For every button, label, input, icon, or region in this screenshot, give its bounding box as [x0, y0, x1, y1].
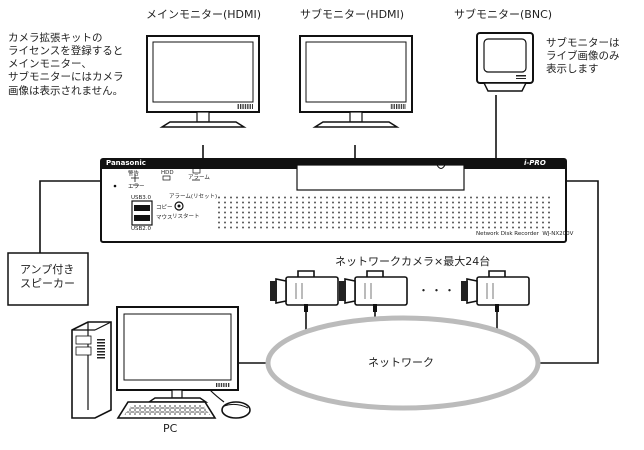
restart-label: リスタート: [172, 214, 200, 220]
camera-ellipsis: ・・・: [418, 284, 457, 297]
license-note: カメラ拡張キットのライセンスを登録するとメインモニター、サブモニターにはカメラ画…: [8, 32, 124, 97]
sub-monitor-hdmi-label: サブモニター(HDMI): [300, 8, 405, 21]
sub-monitor-bnc-label: サブモニター(BNC): [454, 8, 553, 21]
speaker-label: アンプ付きスピーカー: [20, 263, 75, 290]
status-alarm: アラーム: [188, 175, 210, 181]
pc-monitor-icon: [116, 306, 239, 403]
recorder-icon: [100, 158, 567, 243]
mouse-port-label: マウス: [156, 215, 173, 221]
camera-icon: [339, 270, 408, 312]
main-monitor-label: メインモニター(HDMI): [146, 8, 262, 21]
recorder-logo: i-PRO: [524, 159, 546, 167]
main-monitor-icon: [146, 35, 260, 128]
connection-lines: [39, 95, 599, 364]
usb-bottom-label: USB2.0: [131, 226, 152, 232]
status-error: エラー: [128, 184, 145, 190]
alarm-stop-label: アラーム(リセット): [169, 194, 218, 200]
copy-label: コピー: [156, 205, 173, 211]
usb-top-label: USB3.0: [131, 195, 152, 201]
camera-icon: [270, 270, 339, 312]
pc-tower-icon: [71, 321, 112, 419]
network-ellipse: [265, 315, 541, 411]
cameras-label: ネットワークカメラ×最大24台: [335, 255, 491, 268]
sub-monitor-note: サブモニターはライブ画像のみ表示します: [546, 37, 620, 76]
mouse-icon: [209, 389, 251, 419]
network-label: ネットワーク: [368, 356, 434, 369]
sub-monitor-hdmi-icon: [299, 35, 413, 128]
recorder-brand: Panasonic: [106, 159, 146, 167]
recorder-model: Network Disk Recorder WJ-NX200V: [476, 231, 574, 237]
camera-icon: [461, 270, 530, 312]
keyboard-icon: [116, 401, 217, 419]
speaker-box: [7, 252, 89, 306]
crt-monitor-icon: [476, 32, 534, 92]
pc-label: PC: [163, 422, 178, 435]
status-warning: 警告: [128, 171, 140, 177]
status-hdd: HDD: [161, 170, 174, 176]
